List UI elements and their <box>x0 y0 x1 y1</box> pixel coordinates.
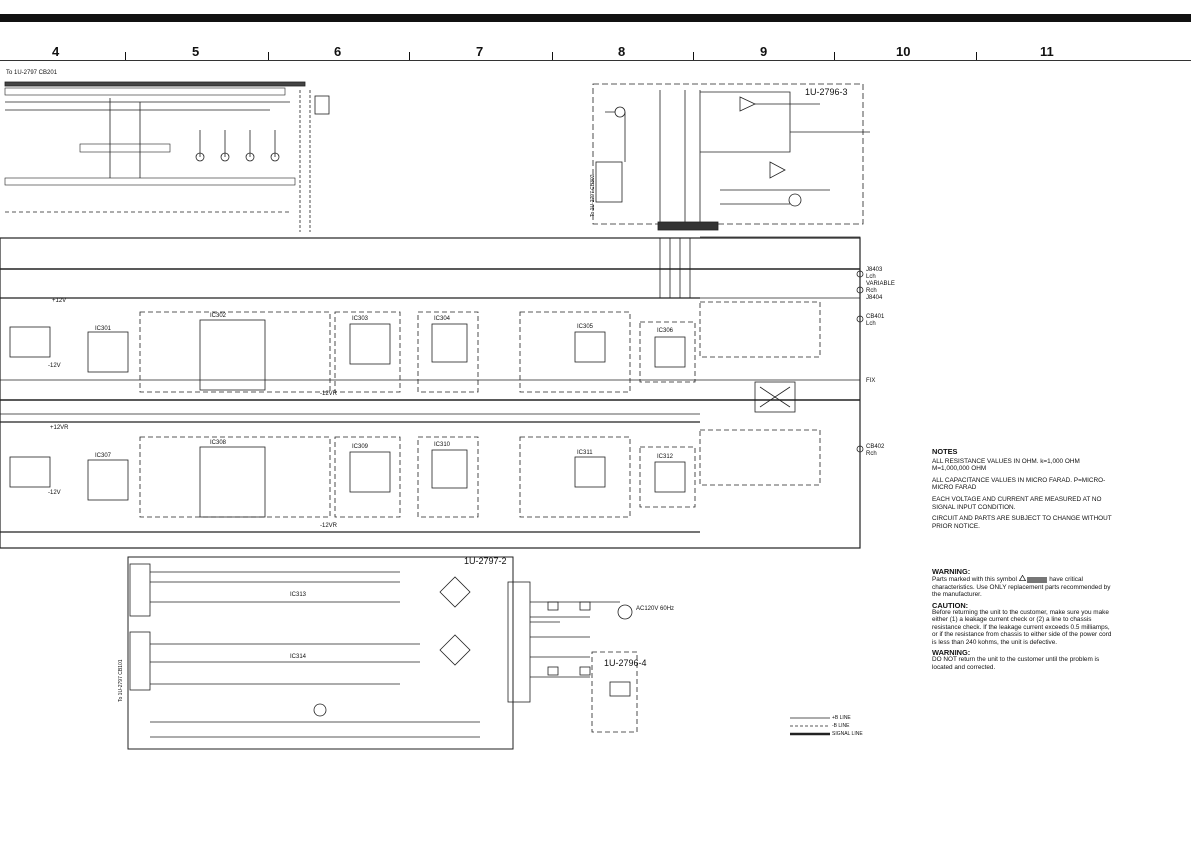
notes-block: NOTES ALL RESISTANCE VALUES IN OHM. k=1,… <box>932 448 1112 534</box>
ic-label: IC301 <box>95 326 112 332</box>
jack-label: VARIABLE <box>866 281 895 287</box>
jack-label: Rch <box>866 288 877 294</box>
supply-label: -12V <box>48 363 61 369</box>
warning-block: WARNING: Parts marked with this symbol h… <box>932 568 1112 674</box>
ic-label: IC304 <box>434 316 451 322</box>
note-item: ALL CAPACITANCE VALUES IN MICRO FARAD. P… <box>932 476 1106 492</box>
warning-text-c: Use ONLY replacement parts recommended b… <box>932 583 1111 599</box>
ruler-line <box>0 60 1191 61</box>
jack-label: J8403 <box>866 267 883 273</box>
signal-bus <box>0 237 861 549</box>
board-1U-2796-3 <box>592 83 870 277</box>
ic-label: IC312 <box>657 454 674 460</box>
upper-channel <box>9 301 821 413</box>
jack-label: Lch <box>866 274 876 280</box>
fix-label: FIX <box>866 378 875 384</box>
supply-label: -12V <box>48 490 61 496</box>
board-label-bottom-right: 1U-2796-4 <box>604 658 647 668</box>
ic-label: IC303 <box>352 316 369 322</box>
ac-input-label: AC120V 60Hz <box>636 606 674 612</box>
grid-tick <box>834 52 835 60</box>
grid-column-label: 9 <box>760 44 768 59</box>
warning-triangle-icon <box>1018 575 1026 582</box>
output-jacks <box>856 270 864 453</box>
ic-label: IC308 <box>210 440 227 446</box>
grid-tick <box>976 52 977 60</box>
ic-label: IC306 <box>657 328 674 334</box>
board-1U-2796-4 <box>530 601 638 733</box>
ic-label: IC302 <box>210 313 227 319</box>
board-label-power: 1U-2797-2 <box>464 556 507 566</box>
warning-text-a: Parts marked with this symbol <box>932 576 1017 584</box>
board-1U-2797-2 <box>127 556 633 750</box>
jack-label: J8404 <box>866 295 883 301</box>
grid-column-label: 8 <box>618 44 626 59</box>
title-bar <box>0 14 1191 22</box>
grid-tick <box>409 52 410 60</box>
caution-text: Before returning the unit to the custome… <box>932 609 1112 646</box>
jack-label: Lch <box>866 321 876 327</box>
connector-label-top-left: To 1U-2797 CB201 <box>6 70 58 76</box>
ic-label: IC310 <box>434 442 451 448</box>
ic-label: IC305 <box>577 324 594 330</box>
grid-column-label: 5 <box>192 44 200 59</box>
grid-ruler: 4 5 6 7 8 9 10 11 <box>0 38 1191 62</box>
grid-column-label: 10 <box>896 44 911 59</box>
lower-channel <box>9 429 821 518</box>
grid-column-label: 4 <box>52 44 60 59</box>
legend-label: +B LINE <box>832 715 851 721</box>
grid-tick <box>552 52 553 60</box>
ic-label: IC311 <box>577 450 593 456</box>
line-legend-marks <box>790 717 830 736</box>
grid-tick <box>693 52 694 60</box>
grid-column-label: 7 <box>476 44 484 59</box>
legend-label: -B LINE <box>832 723 850 729</box>
note-item: EACH VOLTAGE AND CURRENT ARE MEASURED AT… <box>932 495 1102 511</box>
note-item: ALL RESISTANCE VALUES IN OHM. k=1,000 OH… <box>932 457 1080 473</box>
supply-label: +12VR <box>50 425 69 431</box>
caution-title: CAUTION: <box>932 600 969 610</box>
note-item: CIRCUIT AND PARTS ARE SUBJECT TO CHANGE … <box>932 515 1112 530</box>
warning-title-2: WARNING: <box>932 648 971 658</box>
grid-tick <box>268 52 269 60</box>
warning-text-2: DO NOT return the unit to the customer u… <box>932 656 1100 671</box>
board-label-top-right: 1U-2796-3 <box>805 87 848 97</box>
ic-label: IC309 <box>352 444 369 450</box>
ic-label: IC314 <box>290 654 307 660</box>
connector-label-bottom-left: To 1U-2797 CB101 <box>118 659 124 702</box>
legend-label: SIGNAL LINE <box>832 731 863 737</box>
grid-column-label: 11 <box>1040 44 1054 59</box>
warning-text: Parts marked with this symbol have criti… <box>932 575 1112 598</box>
warning-text-b: have critical characteristics. <box>932 576 1083 591</box>
warning-title: WARNING: <box>932 567 971 576</box>
jack-label: CB401 <box>866 314 885 320</box>
connector-board-top-left <box>4 81 330 232</box>
critical-shade-icon <box>1027 576 1048 583</box>
ic-label: IC307 <box>95 453 112 459</box>
jack-label: CB402 <box>866 444 885 450</box>
grid-tick <box>125 52 126 60</box>
supply-label: -12VR <box>320 391 338 397</box>
supply-label: +12V <box>52 298 66 304</box>
jack-label: Rch <box>866 451 877 457</box>
supply-label: -12VR <box>320 523 338 529</box>
grid-column-label: 6 <box>334 44 342 59</box>
schematic-diagram: To 1U-2797 CB201 1U-2796-3 1U-2797-2 1U-… <box>0 70 895 750</box>
connector-label-mid: To 1U-2797 CB302 <box>590 174 596 217</box>
ic-label: IC313 <box>290 592 307 598</box>
notes-title: NOTES <box>932 447 958 456</box>
line-legend: +B LINE -B LINE SIGNAL LINE <box>788 714 898 738</box>
